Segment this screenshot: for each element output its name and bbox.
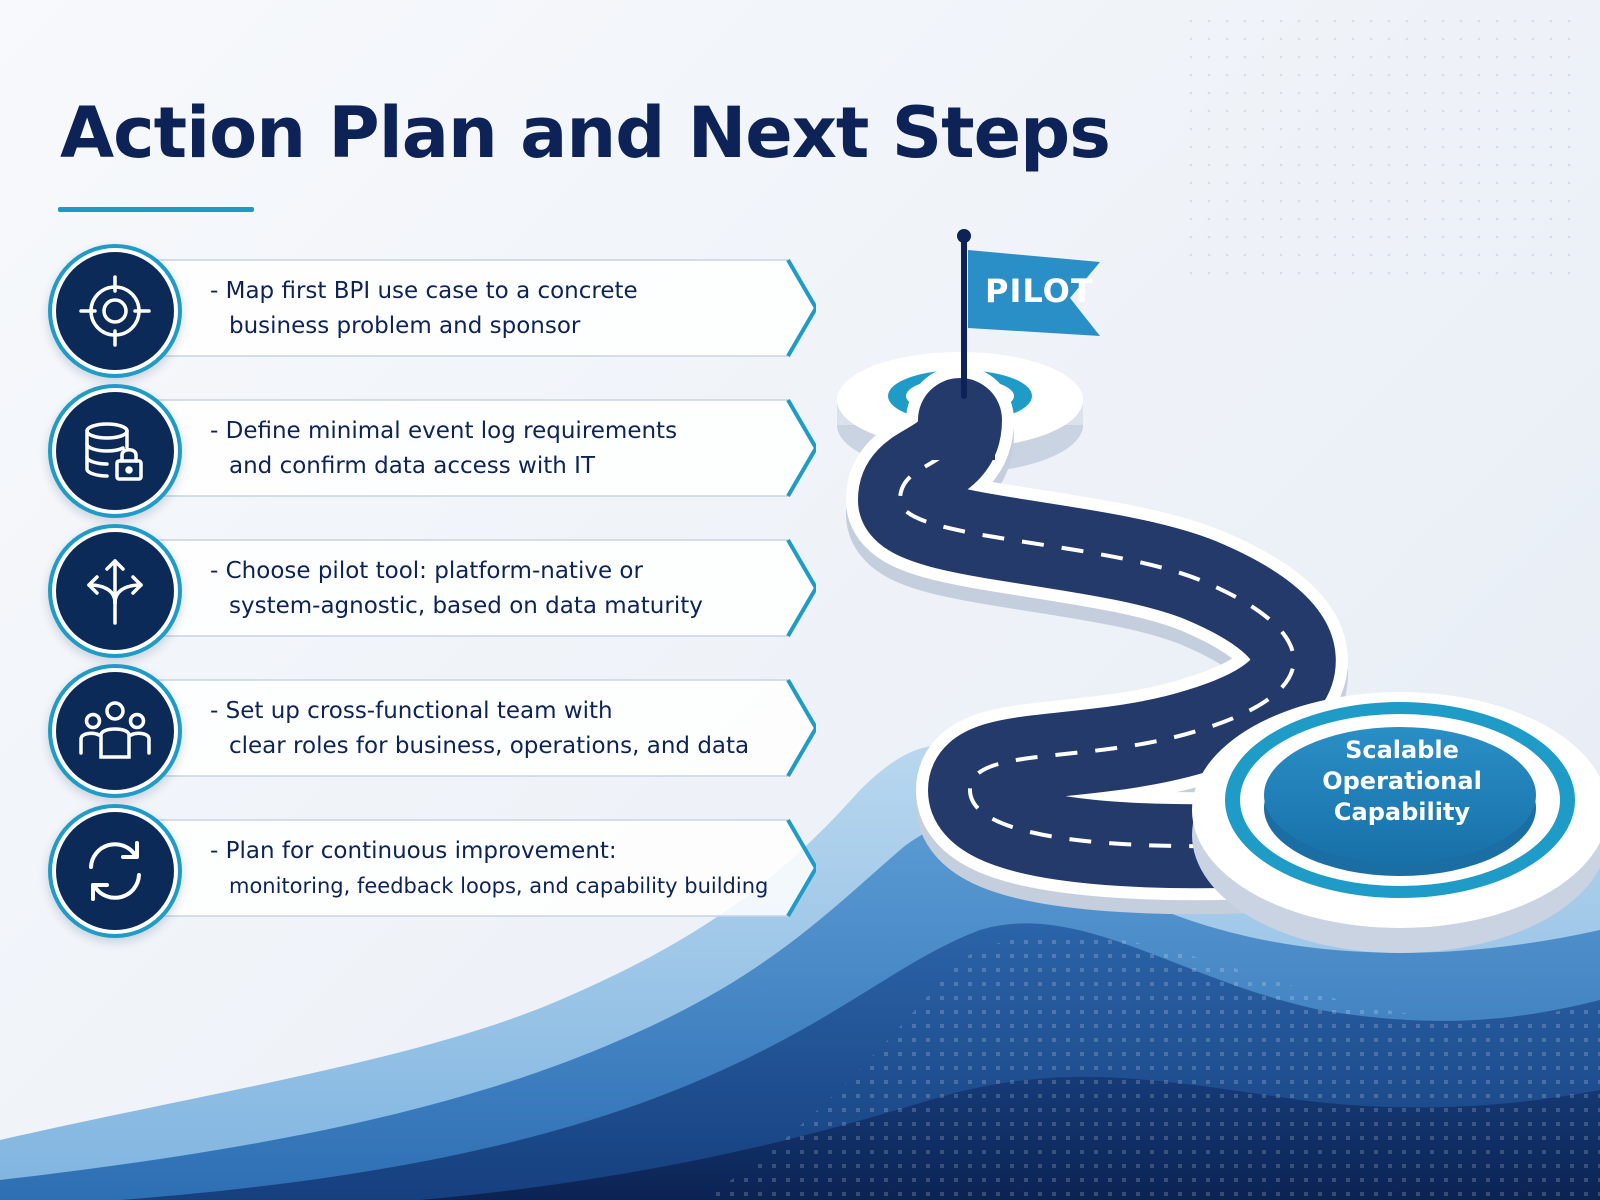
step-text: - Define minimal event log requirements …	[210, 418, 678, 479]
step-text: - Map first BPI use case to a concrete b…	[210, 278, 638, 339]
step-card	[116, 818, 816, 918]
wave-data-pattern	[700, 934, 1600, 1200]
goal-label: Scalable Operational Capability	[1322, 736, 1482, 826]
step-card	[116, 398, 816, 498]
goal-platform	[1192, 692, 1600, 953]
step-card	[116, 678, 816, 778]
step-text: - Plan for continuous improvement: monit…	[210, 838, 769, 898]
step-item: - Define minimal event log requirements …	[56, 392, 816, 510]
target-icon	[56, 252, 174, 370]
database-lock-icon	[56, 392, 174, 510]
step-text: - Choose pilot tool: platform-native or …	[210, 558, 703, 619]
pilot-flag-label: PILOT	[985, 272, 1094, 310]
step-item: - Plan for continuous improvement: monit…	[56, 812, 816, 930]
step-card	[116, 258, 816, 358]
step-card	[116, 538, 816, 638]
step-item: - Map first BPI use case to a concrete b…	[56, 252, 816, 370]
title-underline	[58, 207, 254, 212]
pilot-flag	[957, 229, 1100, 399]
team-icon	[56, 672, 174, 790]
step-item: - Set up cross-functional team with clea…	[56, 672, 816, 790]
step-text: - Set up cross-functional team with clea…	[210, 698, 750, 759]
page-title: Action Plan and Next Steps	[60, 92, 1111, 174]
dot-texture	[1180, 20, 1580, 280]
cycle-arrows-icon	[56, 812, 174, 930]
winding-road	[845, 366, 1348, 915]
split-arrows-icon	[56, 532, 174, 650]
step-item: - Choose pilot tool: platform-native or …	[56, 532, 816, 650]
